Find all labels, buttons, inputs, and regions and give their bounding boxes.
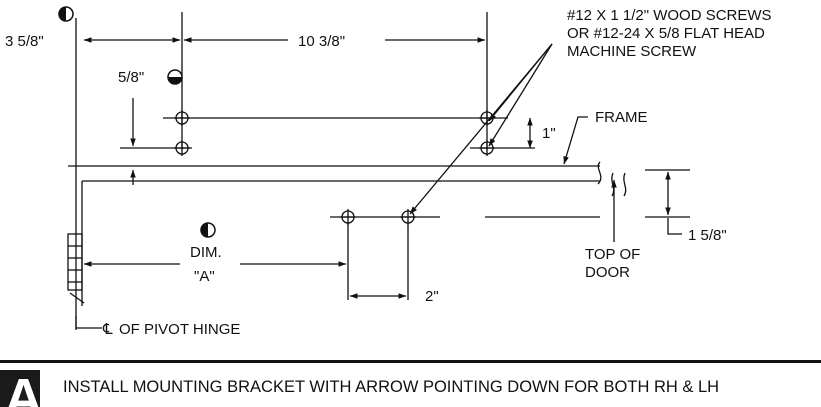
dim-a-label-line-2: "A"	[194, 268, 215, 285]
screw-hole	[174, 140, 190, 156]
frame-label: FRAME	[595, 109, 648, 126]
dim-a-label-line-1: DIM.	[190, 244, 222, 261]
gap-leader	[667, 218, 682, 235]
pivot-hinge-label: OF PIVOT HINGE	[119, 321, 240, 338]
instruction-text: INSTALL MOUNTING BRACKET WITH ARROW POIN…	[63, 378, 720, 396]
door-break-mark-2	[623, 172, 627, 197]
pivot-leader	[75, 316, 102, 329]
screws-note-line-1: #12 X 1 1/2" WOOD SCREWS	[567, 7, 772, 24]
screw-leader-2	[488, 43, 553, 147]
instruction-banner: A INSTALL MOUNTING BRACKET WITH ARROW PO…	[0, 360, 821, 407]
step-letter: A	[4, 370, 40, 407]
dim-1-5-8-label: 1 5/8"	[688, 227, 727, 244]
screw-hole	[479, 110, 495, 126]
screw-hole	[479, 140, 495, 156]
half-circle-symbol	[58, 6, 74, 22]
half-circle-symbol	[200, 222, 216, 238]
centerline-symbol: ℄	[102, 321, 113, 338]
step-badge: A	[0, 370, 40, 407]
frame-break-mark	[597, 161, 602, 185]
screw-hole	[174, 110, 190, 126]
dim-2-inch-label: 2"	[425, 288, 439, 305]
banner-rule	[0, 360, 821, 363]
dim-3-5-8-label: 3 5/8"	[5, 33, 44, 50]
screw-hole	[340, 209, 356, 225]
screw-hole	[400, 209, 416, 225]
dim-5-8-label: 5/8"	[118, 69, 144, 86]
screw-leader-3	[409, 43, 553, 215]
top-of-door-label-line-1: TOP OF	[585, 246, 640, 263]
half-circle-symbol	[167, 69, 183, 85]
pivot-hinge	[67, 233, 83, 291]
top-of-door-label-line-2: DOOR	[585, 264, 630, 281]
screws-note-line-2: OR #12-24 X 5/8 FLAT HEAD	[567, 25, 765, 42]
screws-note-line-3: MACHINE SCREW	[567, 43, 697, 60]
dim-1-inch-label: 1"	[542, 125, 556, 142]
dim-10-3-8-label: 10 3/8"	[298, 33, 345, 50]
frame-leader	[563, 116, 588, 165]
